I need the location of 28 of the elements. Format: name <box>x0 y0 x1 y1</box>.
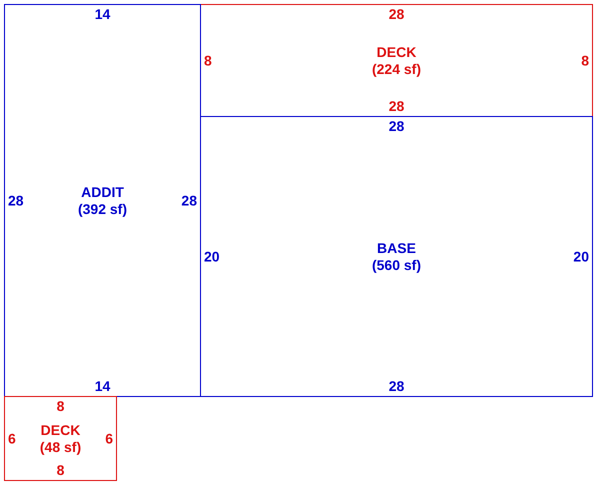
dimension-label: 28 <box>388 98 404 114</box>
area-label: (392 sf) <box>78 200 128 218</box>
dimension-label: 28 <box>8 192 24 208</box>
dimension-label: 28 <box>388 118 404 134</box>
room-name: DECK <box>376 44 416 60</box>
dimension-label: 8 <box>56 398 64 414</box>
room-outline <box>4 4 201 397</box>
area-label: (560 sf) <box>372 256 422 274</box>
dimension-label: 6 <box>8 430 16 446</box>
area-label: (48 sf) <box>40 438 82 456</box>
room-outline <box>200 4 593 117</box>
dimension-label: 28 <box>388 378 404 394</box>
dimension-label: 8 <box>581 52 589 68</box>
dimension-label: 14 <box>94 378 110 394</box>
room-name: ADDIT <box>81 184 124 200</box>
room-outline <box>200 116 593 397</box>
room-outline <box>4 396 117 481</box>
dimension-label: 8 <box>56 462 64 478</box>
dimension-label: 28 <box>388 6 404 22</box>
area-label: (224 sf) <box>372 60 422 78</box>
dimension-label: 8 <box>204 52 212 68</box>
dimension-label: 20 <box>204 248 220 264</box>
dimension-label: 14 <box>94 6 110 22</box>
dimension-label: 20 <box>573 248 589 264</box>
dimension-label: 6 <box>105 430 113 446</box>
room-name: BASE <box>377 240 416 256</box>
room-name: DECK <box>40 422 80 438</box>
dimension-label: 28 <box>181 192 197 208</box>
